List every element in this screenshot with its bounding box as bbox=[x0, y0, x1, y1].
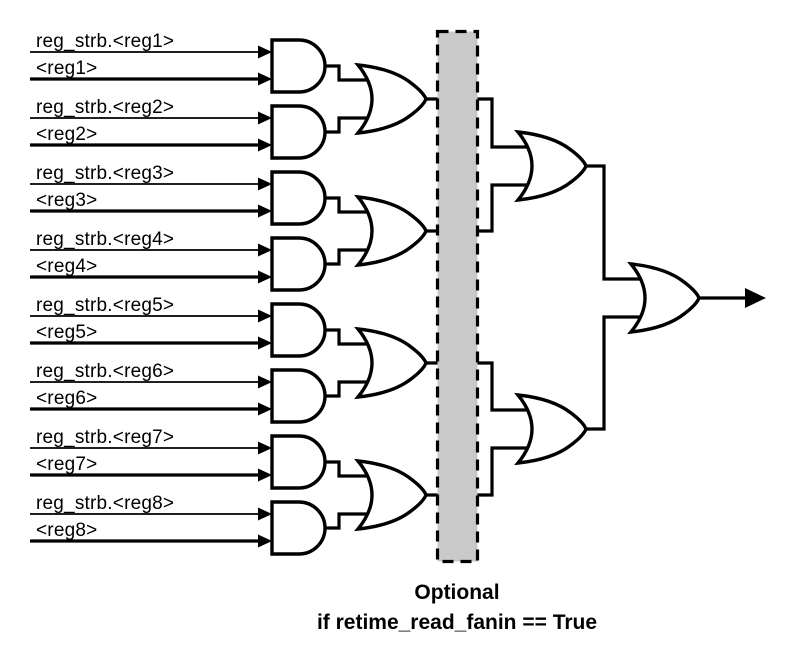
arrowhead-strb-6 bbox=[258, 375, 272, 389]
caption: Optional if retime_read_fanin == True bbox=[317, 581, 597, 634]
label-reg-6: <reg6> bbox=[36, 388, 97, 409]
and-gate-2 bbox=[270, 104, 327, 160]
input-group-8: reg_strb.<reg8> <reg8> bbox=[30, 493, 272, 548]
label-reg-8: <reg8> bbox=[36, 520, 97, 541]
label-strb-4: reg_strb.<reg4> bbox=[36, 229, 174, 250]
input-group-5: reg_strb.<reg5> <reg5> bbox=[30, 295, 272, 350]
arrowhead-reg-6 bbox=[258, 402, 272, 416]
label-strb-1: reg_strb.<reg1> bbox=[36, 31, 174, 52]
arrowhead-reg-1 bbox=[258, 72, 272, 86]
label-strb-3: reg_strb.<reg3> bbox=[36, 163, 174, 184]
or-gate-level1-4 bbox=[356, 459, 428, 531]
arrowhead-strb-1 bbox=[258, 45, 272, 59]
wire-and7-or4 bbox=[324, 460, 376, 478]
wire-and3-or2 bbox=[324, 196, 376, 214]
and-gate-4 bbox=[270, 236, 327, 292]
or-gate-level1-1 bbox=[356, 63, 428, 135]
optional-retime-box bbox=[435, 29, 480, 564]
arrowhead-reg-8 bbox=[258, 534, 272, 548]
arrowhead-reg-3 bbox=[258, 204, 272, 218]
label-strb-2: reg_strb.<reg2> bbox=[36, 97, 174, 118]
wire-and5-or3 bbox=[324, 328, 376, 346]
label-reg-2: <reg2> bbox=[36, 124, 97, 145]
label-strb-8: reg_strb.<reg8> bbox=[36, 493, 174, 514]
or-gate-level1-2 bbox=[356, 195, 428, 267]
or-gate-final bbox=[629, 262, 701, 334]
and-gate-5 bbox=[270, 302, 327, 358]
arrowhead-reg-2 bbox=[258, 138, 272, 152]
wire-and8-or4 bbox=[324, 512, 376, 530]
label-reg-3: <reg3> bbox=[36, 190, 97, 211]
and-gates bbox=[270, 38, 327, 556]
caption-condition: if retime_read_fanin == True bbox=[317, 611, 597, 634]
arrowhead-strb-2 bbox=[258, 111, 272, 125]
or-gate-level1-3 bbox=[356, 327, 428, 399]
caption-optional: Optional bbox=[414, 581, 499, 604]
wire-or5-final bbox=[585, 164, 650, 281]
label-reg-7: <reg7> bbox=[36, 454, 97, 475]
label-reg-1: <reg1> bbox=[36, 58, 97, 79]
arrowhead-reg-7 bbox=[258, 468, 272, 482]
arrowhead-reg-4 bbox=[258, 270, 272, 284]
wire-or6-final bbox=[585, 315, 650, 431]
arrowhead-reg-5 bbox=[258, 336, 272, 350]
label-strb-5: reg_strb.<reg5> bbox=[36, 295, 174, 316]
wire-and1-or1 bbox=[324, 64, 376, 82]
arrowhead-strb-3 bbox=[258, 177, 272, 191]
arrowhead-strb-8 bbox=[258, 507, 272, 521]
label-strb-6: reg_strb.<reg6> bbox=[36, 361, 174, 382]
or-gate-level2-2 bbox=[516, 393, 588, 465]
label-reg-4: <reg4> bbox=[36, 256, 97, 277]
and-gate-7 bbox=[270, 434, 327, 490]
arrowhead-strb-4 bbox=[258, 243, 272, 257]
and-gate-3 bbox=[270, 170, 327, 226]
output-arrowhead bbox=[745, 288, 766, 308]
input-group-6: reg_strb.<reg6> <reg6> bbox=[30, 361, 272, 416]
input-group-1: reg_strb.<reg1> <reg1> bbox=[30, 31, 272, 86]
and-gate-1 bbox=[270, 38, 327, 94]
input-group-4: reg_strb.<reg4> <reg4> bbox=[30, 229, 272, 284]
input-group-2: reg_strb.<reg2> <reg2> bbox=[30, 97, 272, 152]
output-arrow bbox=[698, 288, 766, 308]
input-group-7: reg_strb.<reg7> <reg7> bbox=[30, 427, 272, 482]
input-group-3: reg_strb.<reg3> <reg3> bbox=[30, 163, 272, 218]
arrowhead-strb-5 bbox=[258, 309, 272, 323]
and-gate-6 bbox=[270, 368, 327, 424]
or-gates-level2 bbox=[516, 130, 588, 465]
or-gates-level1 bbox=[356, 63, 428, 531]
internal-wires bbox=[324, 64, 650, 530]
label-reg-5: <reg5> bbox=[36, 322, 97, 343]
wire-and6-or3 bbox=[324, 380, 376, 398]
wire-and2-or1 bbox=[324, 116, 376, 134]
arrowhead-strb-7 bbox=[258, 441, 272, 455]
and-gate-8 bbox=[270, 500, 327, 556]
or-gate-level2-1 bbox=[516, 130, 588, 202]
label-strb-7: reg_strb.<reg7> bbox=[36, 427, 174, 448]
wire-and4-or2 bbox=[324, 248, 376, 266]
